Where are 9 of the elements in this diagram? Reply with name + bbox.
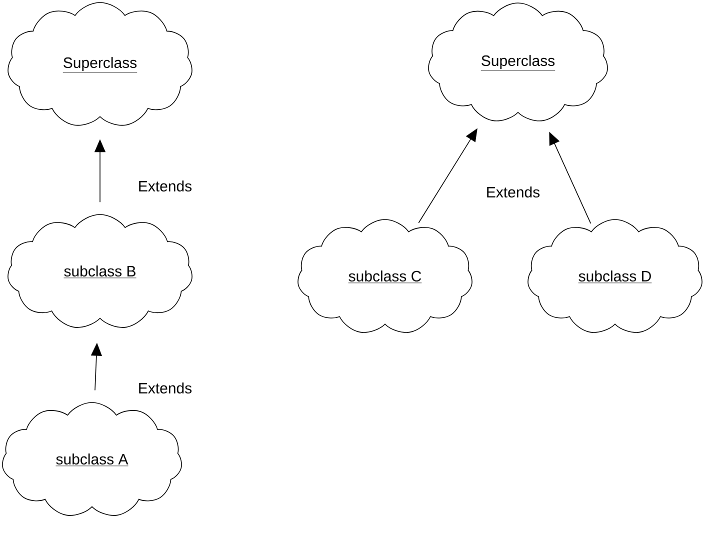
edge-label: Extends [136, 180, 194, 193]
cloud-node: Superclass [428, 2, 608, 122]
edge-label: Extends [136, 382, 194, 395]
cloud-node: subclass D [528, 219, 702, 333]
label-text: Extends [484, 186, 542, 199]
cloud-node: Superclass [8, 2, 192, 126]
cloud-node: subclass B [8, 214, 192, 328]
cloud-node: subclass C [298, 219, 472, 333]
cloud-node: subclass A [2, 402, 182, 516]
